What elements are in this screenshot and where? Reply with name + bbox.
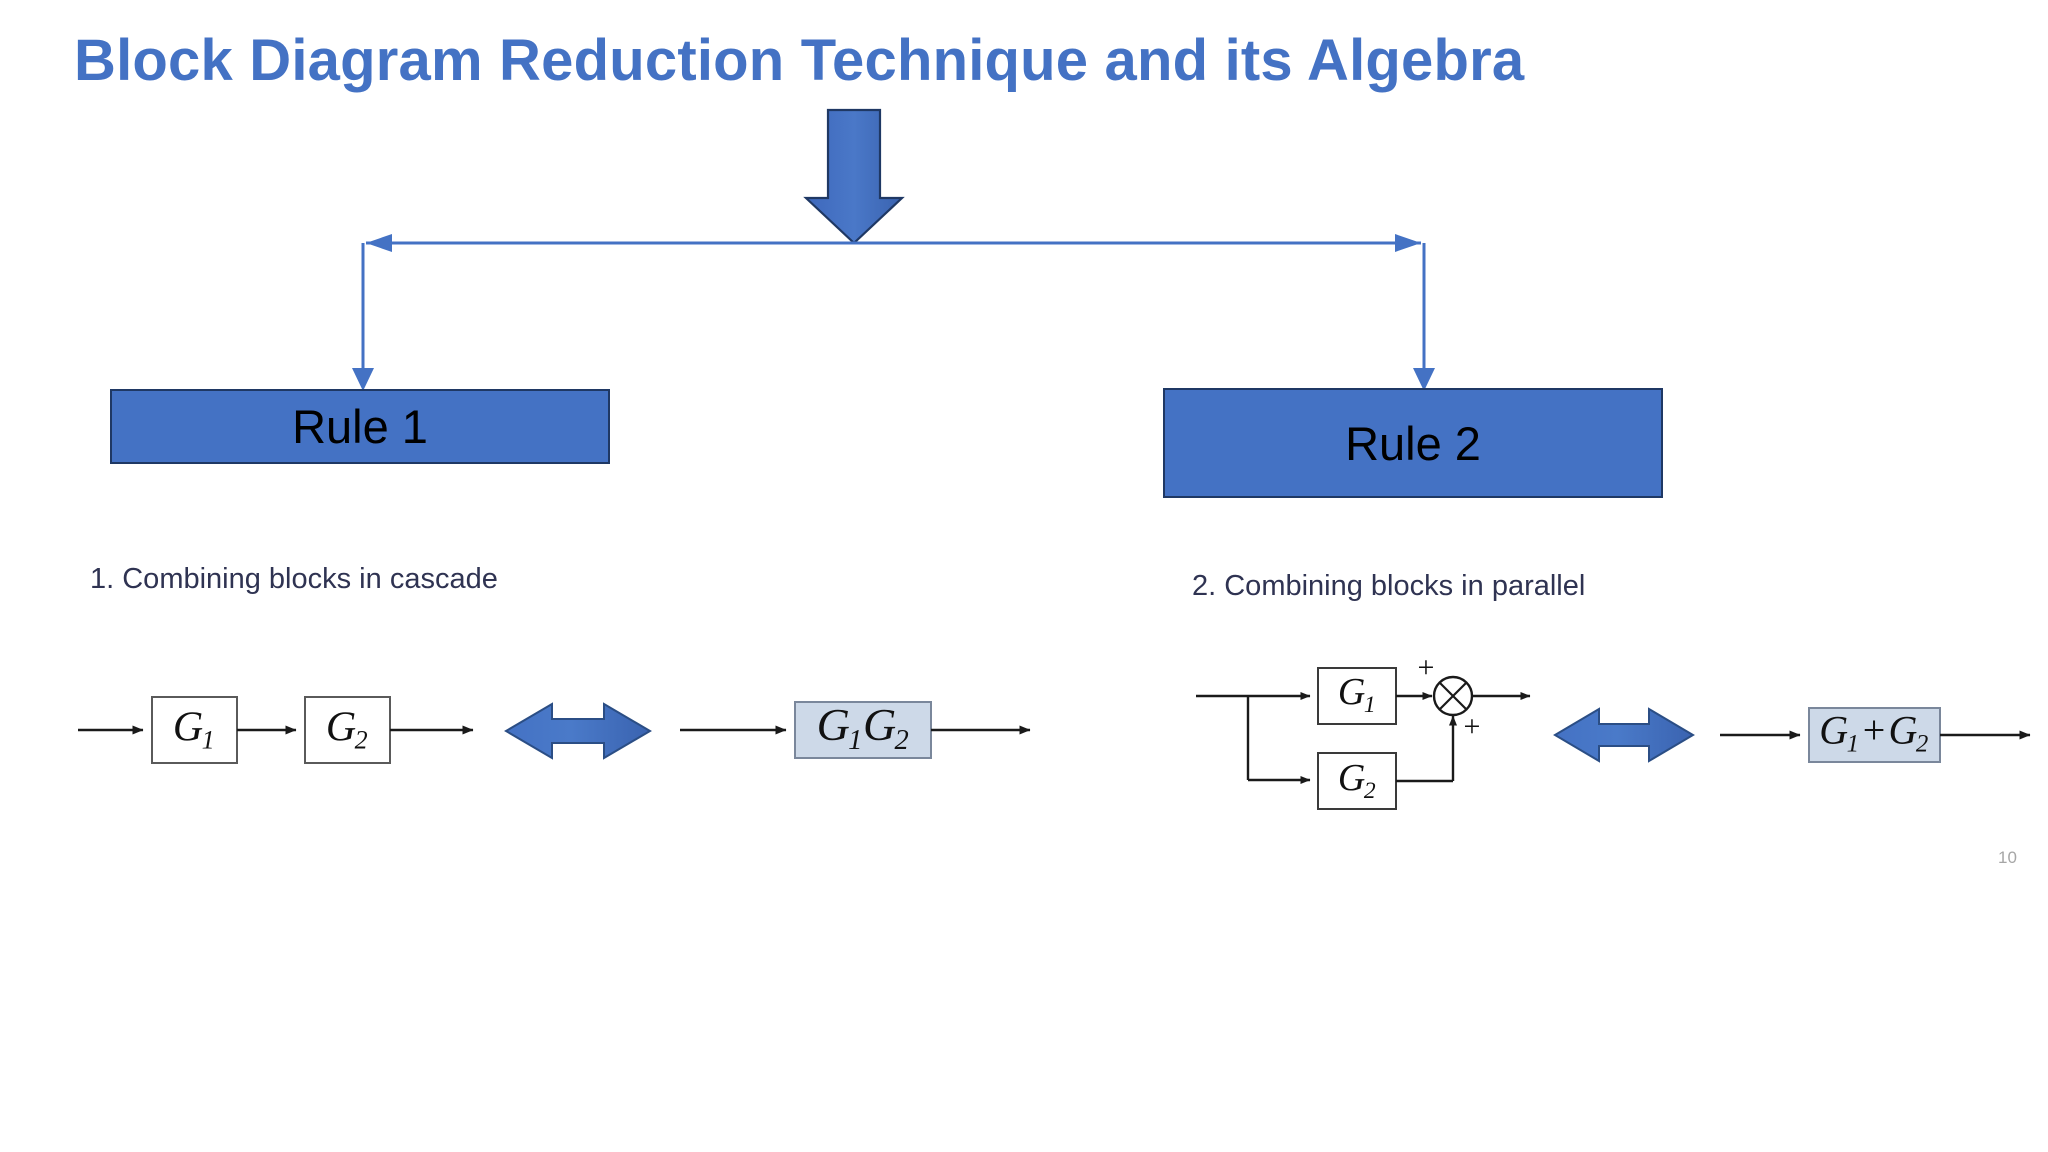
g-glyph: G — [325, 704, 357, 751]
caption-combining-blocks-in-parallel: 2. Combining blocks in parallel — [1192, 570, 1586, 602]
g-glyph: G — [1337, 670, 1366, 713]
equivalence-arrow-cascade — [504, 702, 652, 760]
block-g1-parallel-label: G1 — [1338, 673, 1376, 717]
subscript-1: 1 — [1846, 730, 1860, 758]
equivalence-arrow-parallel — [1553, 707, 1695, 763]
summing-sign-upper-plus: + — [1417, 651, 1435, 684]
g-glyph: G — [1819, 707, 1849, 753]
subscript-2: 2 — [1363, 777, 1376, 804]
plus-operator: + — [1862, 707, 1886, 753]
subscript-2: 2 — [354, 725, 368, 755]
rule-1-box[interactable]: Rule 1 — [110, 389, 610, 464]
page-title: Block Diagram Reduction Technique and it… — [74, 28, 1525, 93]
block-g2-parallel-label: G2 — [1338, 759, 1376, 803]
subscript-1: 1 — [201, 725, 215, 755]
block-g1-cascade-label: G1 — [173, 706, 215, 753]
g-glyph: G — [172, 704, 204, 751]
subscript-1: 1 — [848, 725, 863, 757]
subscript-1: 1 — [1363, 691, 1376, 718]
summing-sign-lower-plus: + — [1463, 710, 1481, 743]
block-g2-cascade-label: G2 — [326, 706, 368, 753]
rule-2-label: Rule 2 — [1345, 416, 1481, 470]
page-number: 10 — [1998, 848, 2017, 867]
g-glyph: G — [816, 699, 850, 751]
double-headed-connector — [352, 234, 1435, 391]
block-g1g2-label: G1G2 — [817, 702, 910, 756]
g-glyph: G — [863, 699, 897, 751]
cascade-series-diagram — [78, 696, 474, 764]
rule-2-box[interactable]: Rule 2 — [1163, 388, 1663, 498]
rule-1-label: Rule 1 — [292, 400, 428, 453]
g-glyph: G — [1337, 756, 1366, 799]
down-block-arrow — [803, 108, 905, 245]
caption-combining-blocks-in-cascade: 1. Combining blocks in cascade — [90, 563, 498, 595]
subscript-2: 2 — [1915, 730, 1929, 758]
g-glyph: G — [1888, 707, 1918, 753]
subscript-2: 2 — [894, 725, 909, 757]
block-g1-plus-g2-label: G1+G2 — [1819, 707, 1929, 758]
